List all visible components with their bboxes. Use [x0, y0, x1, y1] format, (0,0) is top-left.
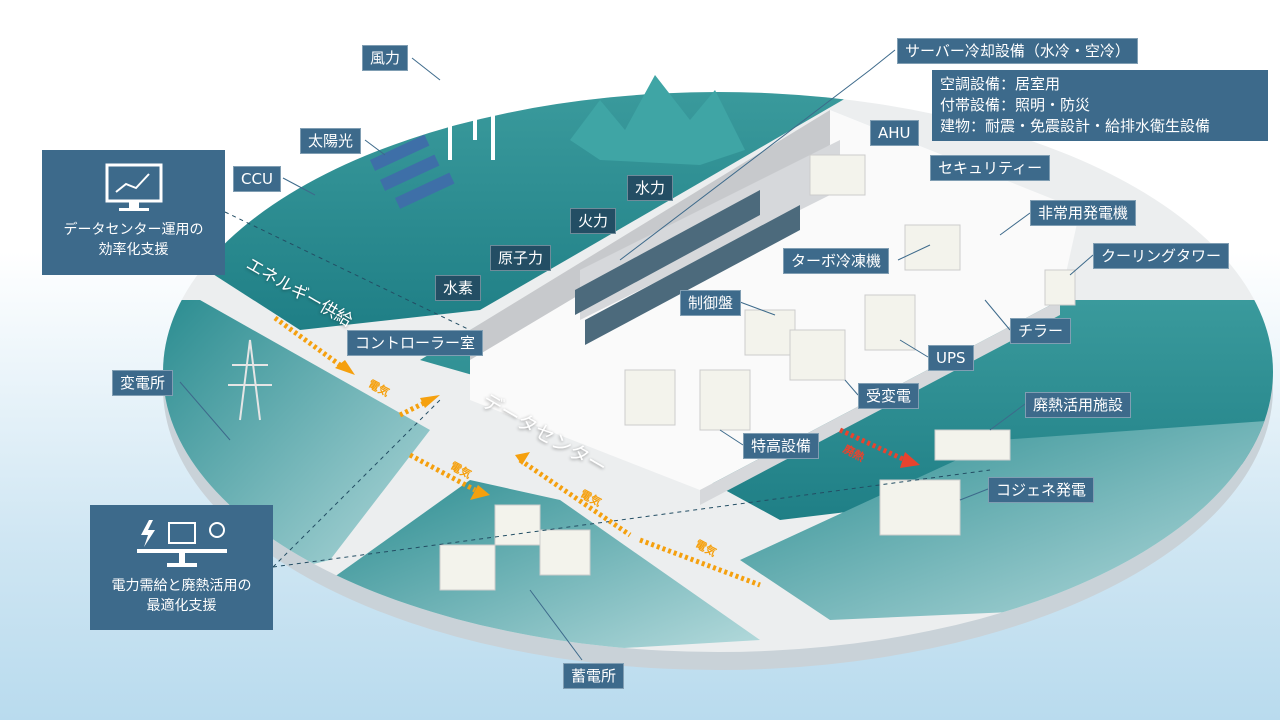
label-security: セキュリティー	[930, 155, 1051, 181]
info-line: 空調設備：居室用	[940, 75, 1061, 93]
label-controller-room: コントローラー室	[347, 330, 484, 356]
label-storage: 蓄電所	[563, 663, 625, 689]
label-ccu: CCU	[233, 166, 281, 192]
optimization-support-panel: 電力需給と廃熱活用の 最適化支援	[90, 505, 273, 630]
label-nuclear: 原子力	[490, 245, 552, 271]
facility-info-box: 空調設備：居室用 付帯設備：照明・防災 建物：耐震・免震設計・給排水衛生設備	[932, 70, 1268, 141]
panel-text: 効率化支援	[98, 242, 169, 258]
electricity-arrows	[273, 315, 761, 588]
info-line: 建物：耐震・免震設計・給排水衛生設備	[940, 117, 1211, 135]
label-hydrogen: 水素	[435, 275, 482, 301]
wind-turbines	[448, 65, 495, 160]
label-ups: UPS	[928, 345, 974, 371]
info-line: 付帯設備：照明・防災	[940, 96, 1091, 114]
label-thermal: 火力	[570, 208, 617, 234]
panel-text: 電力需給と廃熱活用の	[111, 578, 252, 594]
panel-text: 最適化支援	[146, 598, 217, 614]
label-solar: 太陽光	[300, 128, 362, 154]
operation-support-panel: データセンター運用の 効率化支援	[42, 150, 225, 275]
mountains	[570, 75, 745, 165]
label-extra-high-voltage: 特高設備	[743, 433, 820, 459]
label-ahu: AHU	[870, 120, 919, 146]
transmission-tower	[228, 339, 272, 421]
solar-panels	[370, 134, 455, 209]
label-power-receiving: 受変電	[858, 383, 920, 409]
label-server-cooling: サーバー冷却設備（水冷・空冷）	[897, 38, 1138, 64]
label-control-panel: 制御盤	[680, 290, 742, 316]
label-hydro: 水力	[627, 175, 674, 201]
label-chiller: チラー	[1010, 318, 1072, 344]
label-wind: 風力	[362, 45, 409, 71]
label-cooling-tower: クーリングタワー	[1093, 243, 1230, 269]
server-racks	[575, 190, 800, 345]
datacenter-building	[470, 110, 1080, 490]
panel-text: データセンター運用の	[63, 222, 204, 238]
label-turbo-chiller: ターボ冷凍機	[783, 248, 890, 274]
label-substation: 変電所	[112, 370, 174, 396]
equipment	[439, 154, 1076, 591]
label-waste-heat-facility: 廃熱活用施設	[1025, 392, 1132, 418]
label-emergency-generator: 非常用発電機	[1030, 200, 1137, 226]
balance-scale-icon	[136, 520, 227, 567]
monitor-chart-icon	[105, 163, 162, 211]
label-cogeneration: コジェネ発電	[988, 477, 1095, 503]
